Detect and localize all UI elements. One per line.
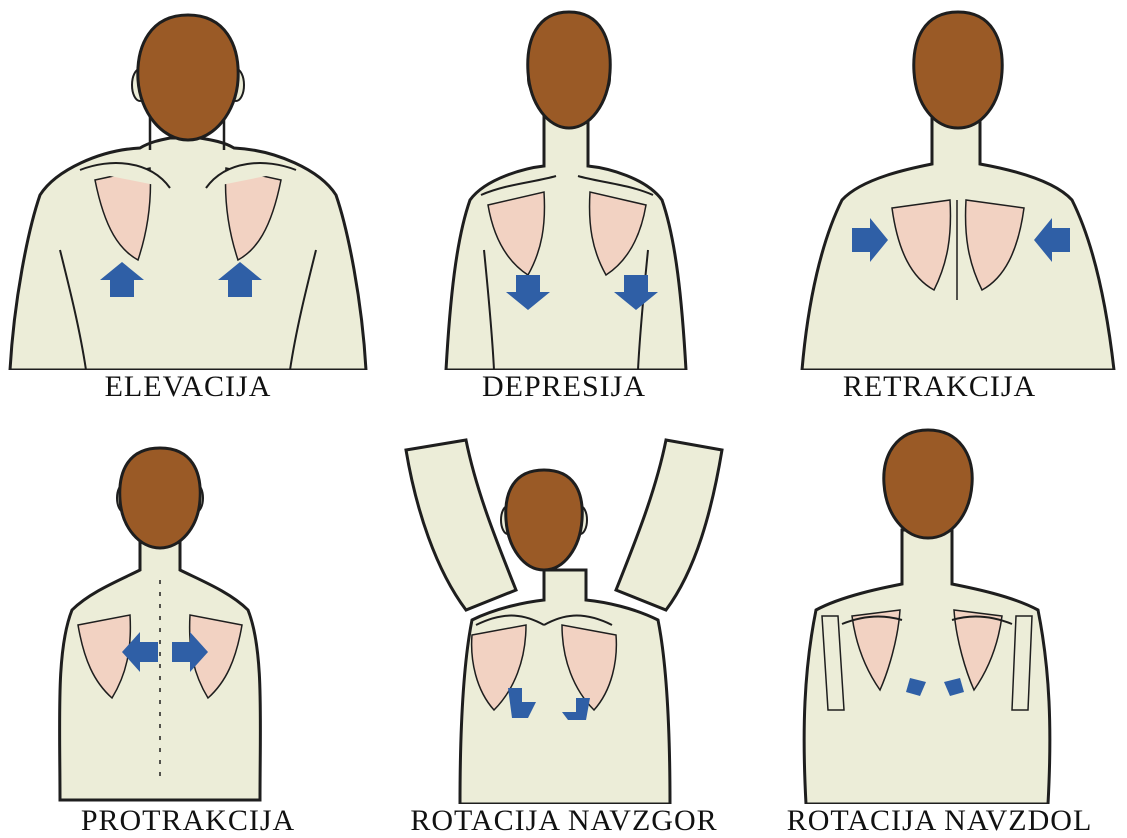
torso xyxy=(10,138,366,370)
protraction-illustration xyxy=(0,420,376,804)
head-hair xyxy=(120,448,200,548)
panel-label: ELEVACIJA xyxy=(0,370,376,404)
head-hair xyxy=(914,12,1002,128)
right-raised-arm xyxy=(616,440,722,610)
depression-illustration xyxy=(376,0,752,370)
head-hair xyxy=(138,15,238,140)
torso xyxy=(446,110,686,370)
panel-protraction: PROTRAKCIJA xyxy=(0,420,376,838)
panel-upward-rotation: ROTACIJA NAVZGOR xyxy=(376,420,752,838)
left-raised-arm xyxy=(406,440,516,610)
panel-depression: DEPRESIJA xyxy=(376,0,752,410)
head-hair xyxy=(506,470,582,570)
right-arm-strip xyxy=(1012,616,1032,710)
panel-elevation: ELEVACIJA xyxy=(0,0,376,410)
panel-retraction: RETRAKCIJA xyxy=(752,0,1127,410)
panel-label: DEPRESIJA xyxy=(376,370,752,404)
panel-label: ROTACIJA NAVZGOR xyxy=(376,804,752,838)
head-hair xyxy=(884,430,972,538)
retraction-illustration xyxy=(752,0,1127,370)
panel-label: ROTACIJA NAVZDOL xyxy=(752,804,1127,838)
head-hair xyxy=(528,12,610,128)
panel-downward-rotation: ROTACIJA NAVZDOL xyxy=(752,420,1127,838)
panel-label: PROTRAKCIJA xyxy=(0,804,376,838)
panel-label: RETRAKCIJA xyxy=(752,370,1127,404)
upward-rotation-illustration xyxy=(376,420,752,804)
downward-rotation-illustration xyxy=(752,420,1127,804)
elevation-illustration xyxy=(0,0,376,370)
